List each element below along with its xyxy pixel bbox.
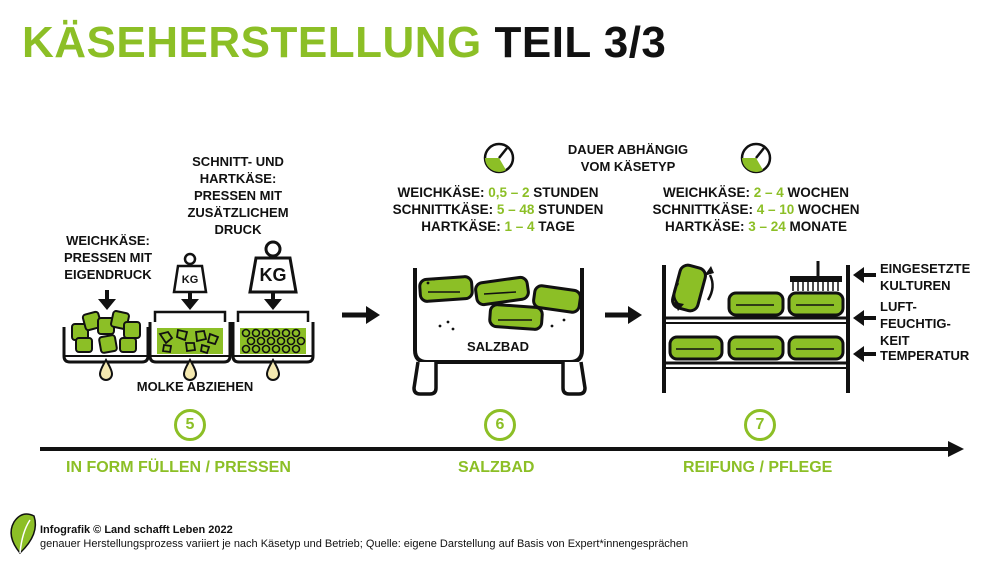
duration-name: HARTKÄSE: [421, 219, 505, 234]
right-arrow-icon-2 [605, 306, 642, 324]
left-arrow-icon [853, 267, 876, 362]
duration-line: HARTKÄSE: 3 – 24 MONATE [636, 218, 876, 235]
duration-line: WEICHKÄSE: 0,5 – 2 STUNDEN [378, 184, 618, 201]
duration-line: SCHNITTKÄSE: 4 – 10 WOCHEN [636, 201, 876, 218]
kg-large-label: KG [259, 265, 287, 285]
schnitt-hart-press-label: SCHNITT- UND HARTKÄSE: PRESSEN MIT ZUSÄT… [187, 154, 289, 237]
kg-small-weight-icon [172, 252, 208, 310]
salt-bath-tub [412, 268, 587, 396]
page-title: KÄSEHERSTELLUNG TEIL 3/3 [22, 18, 666, 68]
factor-temperatur: TEMPERATUR [880, 348, 970, 363]
cheese-mold-1 [62, 310, 150, 381]
duration-value: 0,5 – 2 [488, 185, 530, 200]
duration-value: 4 – 10 [756, 202, 795, 217]
salzbad-durations: WEICHKÄSE: 0,5 – 2 STUNDEN SCHNITTKÄSE: … [378, 184, 618, 235]
step-number-7: 7 [744, 409, 776, 441]
duration-line: HARTKÄSE: 1 – 4 TAGE [378, 218, 618, 235]
duration-name: WEICHKÄSE: [397, 185, 489, 200]
duration-unit: STUNDEN [529, 185, 599, 200]
down-arrow-icon [98, 290, 116, 310]
duration-value: 3 – 24 [748, 219, 786, 234]
timeline-arrow [40, 441, 964, 457]
duration-name: SCHNITTKÄSE: [392, 202, 497, 217]
kg-small-label: KG [181, 274, 199, 286]
step-label-7: REIFUNG / PFLEGE [683, 459, 833, 476]
duration-unit: WOCHEN [783, 185, 850, 200]
duration-value: 5 – 48 [496, 202, 535, 217]
footer-credit: Infografik © Land schafft Leben 2022 [40, 524, 233, 536]
step-label-6: SALZBAD [458, 459, 535, 476]
ripening-shelf [662, 261, 850, 393]
salzbad-tub-label: SALZBAD [466, 339, 530, 354]
reifung-durations: WEICHKÄSE: 2 – 4 WOCHEN SCHNITTKÄSE: 4 –… [636, 184, 876, 235]
factor-kulturen: EINGESETZTE KULTUREN [880, 261, 971, 293]
kg-large-weight-icon [248, 240, 298, 310]
duration-value: 2 – 4 [753, 185, 784, 200]
right-arrow-icon [342, 306, 380, 324]
weichkaese-press-label: WEICHKÄSE: PRESSEN MIT EIGENDRUCK [63, 233, 153, 282]
step-number-6: 6 [484, 409, 516, 441]
duration-unit: STUNDEN [534, 202, 604, 217]
leaf-logo-icon [10, 513, 37, 555]
clock-icon [483, 142, 515, 174]
step-number-5: 5 [174, 409, 206, 441]
brush-icon [790, 261, 842, 291]
step-label-5: IN FORM FÜLLEN / PRESSEN [66, 459, 291, 476]
clock-icon-2 [740, 142, 772, 174]
duration-name: SCHNITTKÄSE: [652, 202, 757, 217]
title-main: KÄSEHERSTELLUNG [22, 18, 482, 67]
dauer-note: DAUER ABHÄNGIG VOM KÄSETYP [567, 142, 689, 174]
duration-name: HARTKÄSE: [664, 219, 749, 234]
factor-luftfeuchtigkeit: LUFT- FEUCHTIG- KEIT [880, 299, 951, 348]
duration-line: SCHNITTKÄSE: 5 – 48 STUNDEN [378, 201, 618, 218]
duration-name: WEICHKÄSE: [662, 185, 754, 200]
cheese-mold-3 [231, 310, 315, 381]
duration-line: WEICHKÄSE: 2 – 4 WOCHEN [636, 184, 876, 201]
molke-abziehen-label: MOLKE ABZIEHEN [136, 379, 254, 394]
cheese-mold-2 [148, 310, 232, 381]
duration-unit: WOCHEN [794, 202, 860, 217]
duration-unit: MONATE [785, 219, 848, 234]
duration-value: 1 – 4 [504, 219, 535, 234]
footer-note: genauer Herstellungsprozess variiert je … [40, 538, 689, 550]
title-part: TEIL 3/3 [494, 18, 667, 67]
duration-unit: TAGE [534, 219, 575, 234]
